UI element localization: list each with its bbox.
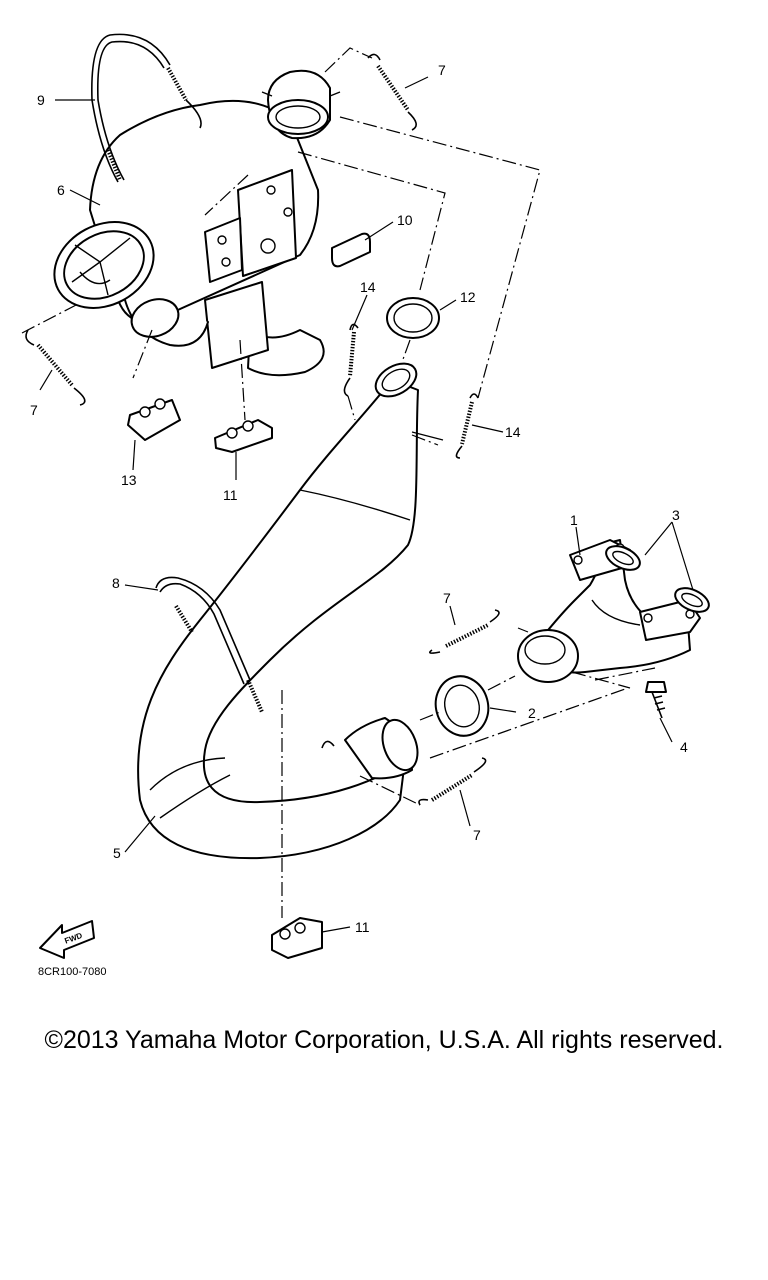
stay-8 [155,576,264,713]
damper-11-top [214,419,273,453]
callout-5: 5 [113,845,121,861]
callout-1: 1 [570,512,578,528]
stay-9 [91,33,202,183]
callout-11-bottom: 11 [355,919,370,935]
damper-13 [127,398,181,441]
callout-11-top: 11 [223,487,238,503]
callout-14-top: 14 [360,279,376,295]
spring-7-top [367,53,417,131]
callout-7-left: 7 [30,402,38,418]
leader-lines [21,47,694,933]
spring-7-mid [429,609,500,654]
callout-7-bottom: 7 [473,827,481,843]
exhaust-pipe-5 [137,362,419,860]
spring-14-left [343,323,359,397]
callout-6: 6 [57,182,65,198]
copyright-notice: ©2013 Yamaha Motor Corporation, U.S.A. A… [44,1026,724,1054]
callout-7-mid: 7 [443,590,451,606]
spring-7-left [25,329,86,406]
gasket-3-upper [605,545,641,571]
damper-10 [331,232,371,268]
silencer-assembly [53,69,341,377]
gasket-12 [386,297,440,339]
callout-9: 9 [37,92,45,108]
callout-13: 13 [121,472,137,488]
callout-2: 2 [528,705,536,721]
manifold-1 [517,539,701,683]
callout-4: 4 [680,739,688,755]
diagram-code: 8CR100-7080 [38,966,107,978]
exhaust-parts-diagram: FWD [21,33,710,978]
callout-labels: 1 2 3 4 5 6 7 7 7 7 8 9 10 11 11 12 13 1… [30,62,688,978]
callout-3: 3 [672,507,680,523]
callout-8: 8 [112,575,120,591]
joint-2 [434,675,490,737]
gasket-3-lower [674,587,710,613]
bolt-4 [645,681,667,719]
spring-7-bottom [418,757,487,806]
damper-11-bottom [271,917,323,959]
callout-10: 10 [397,212,413,228]
spring-14-right [455,393,479,459]
callout-14-right: 14 [505,424,521,440]
callout-12: 12 [460,289,476,305]
fwd-arrow-icon: FWD [39,920,95,959]
callout-7-top: 7 [438,62,446,78]
